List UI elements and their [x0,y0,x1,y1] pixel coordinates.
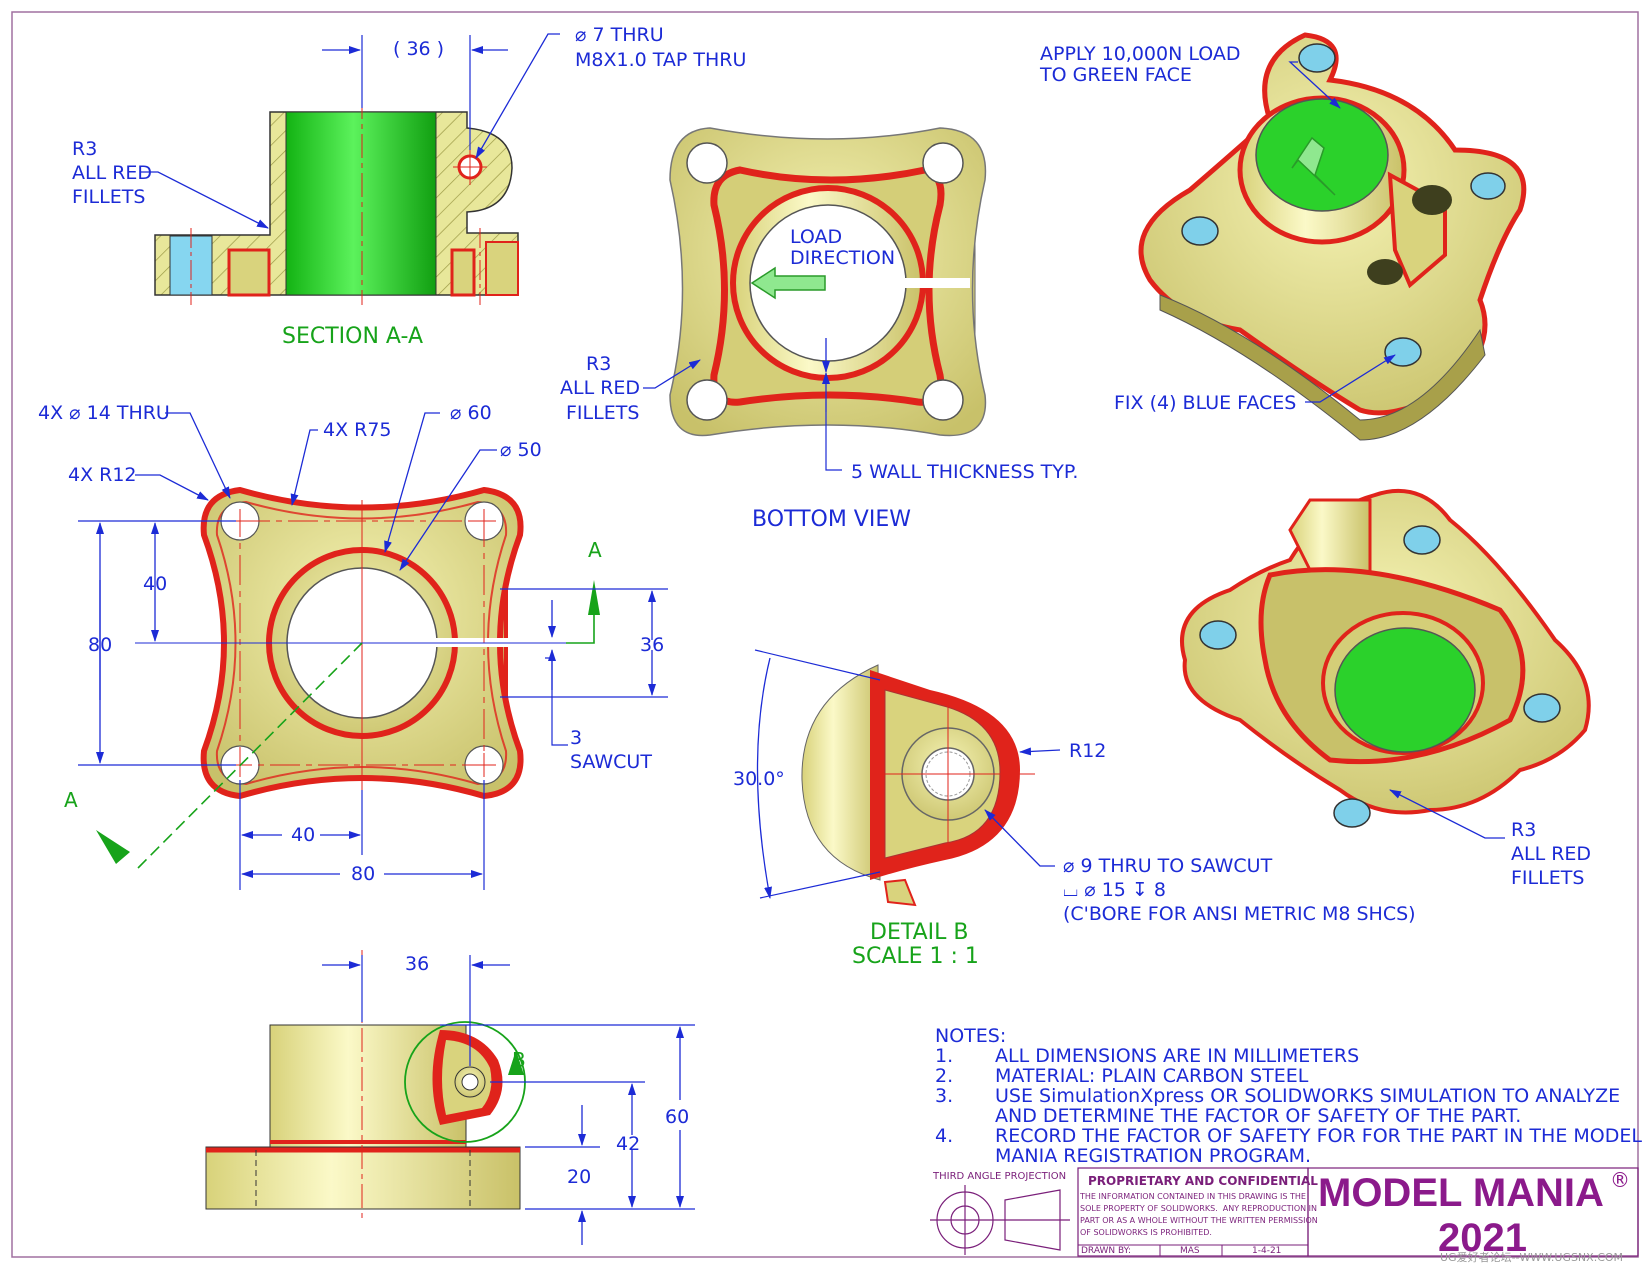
detail-radius-callout: R12 [1069,740,1107,762]
section-view [140,33,560,305]
registered-mark: ® [1610,1168,1630,1192]
tap-hole-note-2: M8X1.0 TAP THRU [575,49,747,71]
brand-title: MODEL MANIA [1318,1171,1604,1215]
sawcut-dim: 3 [570,727,583,749]
sawcut-label: SAWCUT [570,751,652,773]
detail-b-marker: B [512,1048,526,1072]
section-fillet-note-2: ALL RED [72,162,153,184]
proprietary-line: SOLE PROPERTY OF SOLIDWORKS. ANY REPRODU… [1080,1204,1317,1213]
dim-40-horizontal: 40 [291,824,316,846]
proprietary-line: PART OR AS A WHOLE WITHOUT THE WRITTEN P… [1080,1216,1318,1225]
detail-b-view [754,649,1061,907]
note-text: RECORD THE FACTOR OF SAFETY FOR FOR THE … [995,1125,1642,1147]
bottom-view-title: BOTTOM VIEW [752,507,911,532]
load-direction-label-2: DIRECTION [790,247,896,269]
note-text: MANIA REGISTRATION PROGRAM. [995,1145,1312,1167]
note-text: ALL DIMENSIONS ARE IN MILLIMETERS [995,1045,1360,1067]
detail-view-scale: SCALE 1 : 1 [852,944,979,969]
front-view [205,950,695,1245]
proprietary-line: OF SOLIDWORKS IS PROHIBITED. [1080,1228,1212,1237]
top-view [78,412,668,890]
cut-line-label-right: A [588,538,602,562]
cut-line-label-left: A [64,788,78,812]
dim-40-vertical: 40 [143,573,168,595]
drawing-date: 1-4-21 [1252,1246,1282,1256]
section-fillet-note-3: FILLETS [72,186,146,208]
dim-80-horizontal: 80 [351,863,376,885]
note-text: MATERIAL: PLAIN CARBON STEEL [995,1065,1309,1087]
note-text: AND DETERMINE THE FACTOR OF SAFETY OF TH… [995,1105,1522,1127]
corner-radius-callout: 4X R12 [68,464,137,486]
projection-label: THIRD ANGLE PROJECTION [933,1171,1067,1182]
bottom-view [643,127,987,471]
tap-hole-note-1: ⌀ 7 THRU [575,24,664,46]
outer-diameter-callout: ⌀ 60 [450,402,492,424]
angle-dim: 30.0° [733,768,785,790]
apply-load-note-1: APPLY 10,000N LOAD [1040,43,1241,65]
front-dim-42: 42 [616,1133,641,1155]
title-block [930,1167,1639,1257]
drawn-by-value: MAS [1180,1246,1200,1256]
note-number: 2. [935,1065,954,1087]
fix-faces-note: FIX (4) BLUE FACES [1114,392,1297,414]
cbore-note-2: ⌴ ⌀ 15 ↧ 8 [1063,879,1166,901]
iso-fillet-note-2: ALL RED [1511,843,1592,865]
iso-fillet-note-3: FILLETS [1511,867,1585,889]
notes-header: NOTES: [935,1025,1007,1047]
side-radius-callout: 4X R75 [323,419,392,441]
sheet-border [11,11,1639,1258]
note-number: 3. [935,1085,954,1107]
iso-bottom-view [1180,488,1591,839]
bottom-fillet-note-1: R3 [586,353,612,375]
dim-80-vertical: 80 [88,634,113,656]
inner-diameter-callout: ⌀ 50 [500,439,542,461]
cbore-note-3: (C'BORE FOR ANSI METRIC M8 SHCS) [1063,903,1416,925]
proprietary-title: PROPRIETARY AND CONFIDENTIAL [1088,1174,1318,1188]
drawn-by-label: DRAWN BY: [1081,1246,1131,1256]
dim-36-boss: 36 [640,634,665,656]
iso-top-view [1138,32,1527,441]
load-direction-label-1: LOAD [790,226,843,248]
section-dim-36: ( 36 ) [393,38,445,60]
detail-view-title: DETAIL B [870,920,969,945]
bottom-fillet-note-3: FILLETS [566,402,640,424]
iso-fillet-note-1: R3 [1511,819,1537,841]
bottom-fillet-note-2: ALL RED [560,377,641,399]
section-view-title: SECTION A-A [282,324,423,349]
section-fillet-note-1: R3 [72,138,98,160]
note-text: USE SimulationXpress OR SOLIDWORKS SIMUL… [995,1085,1621,1107]
holes-callout: 4X ⌀ 14 THRU [38,402,170,424]
brand-year: 2021 [1438,1216,1527,1260]
front-dim-60: 60 [665,1106,690,1128]
note-number: 1. [935,1045,954,1067]
watermark: UG爱好者论坛--WWW.UGSNX.COM [1440,1251,1624,1264]
front-dim-36: 36 [405,953,430,975]
apply-load-note-2: TO GREEN FACE [1040,64,1192,86]
third-angle-projection-icon [930,1185,1070,1255]
front-dim-20: 20 [567,1166,592,1188]
cbore-note-1: ⌀ 9 THRU TO SAWCUT [1063,855,1273,877]
note-number: 4. [935,1125,954,1147]
wall-thickness-note: 5 WALL THICKNESS TYP. [851,461,1079,483]
proprietary-line: THE INFORMATION CONTAINED IN THIS DRAWIN… [1080,1192,1306,1201]
